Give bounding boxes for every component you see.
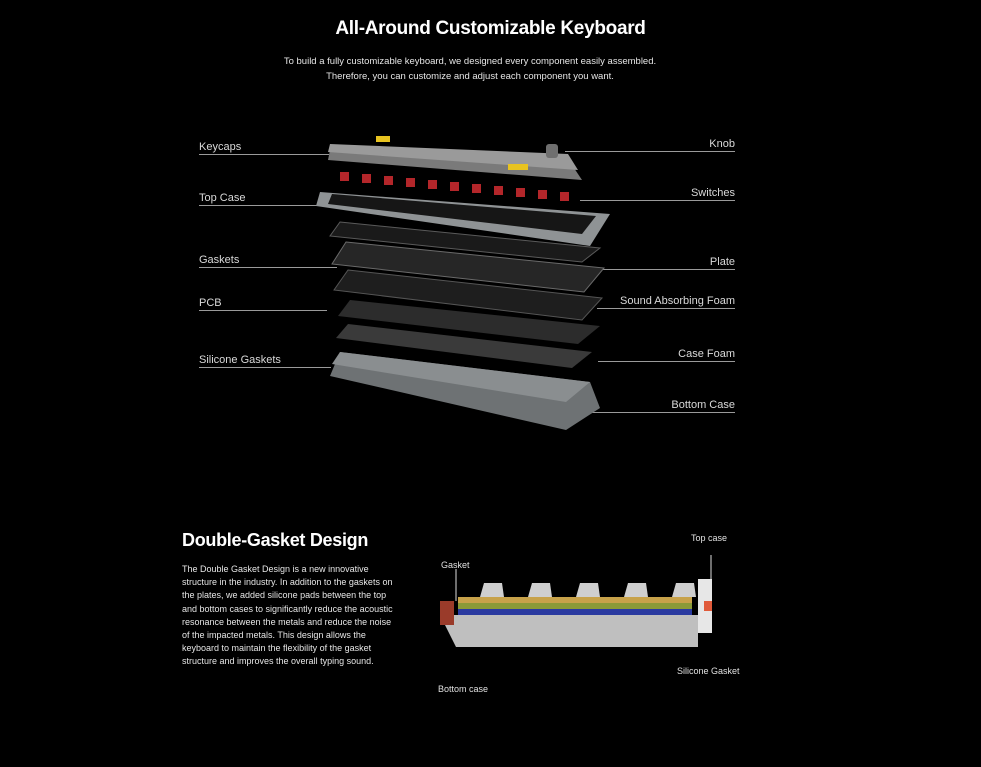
label-switches: Switches	[580, 187, 735, 201]
label-top-case: Top Case	[199, 192, 317, 206]
label-bottom-case: Bottom Case	[570, 399, 735, 413]
label-silicone-gaskets: Silicone Gaskets	[199, 354, 331, 368]
xsec-label-gasket: Gasket	[441, 560, 470, 570]
xsec-label-bottom-case: Bottom case	[438, 684, 489, 694]
double-gasket-title: Double-Gasket Design	[182, 530, 369, 550]
hero-title: All-Around Customizable Keyboard	[335, 18, 646, 39]
label-keycaps: Keycaps	[199, 141, 329, 155]
label-knob: Knob	[565, 138, 735, 152]
xsec-label-top-case: Top case	[691, 533, 728, 543]
exploded-keyboard-illustration	[316, 136, 610, 430]
hero-subtitle: To build a fully customizable keyboard, …	[283, 56, 657, 82]
label-sound-absorbing-foam: Sound Absorbing Foam	[597, 295, 735, 309]
double-gasket-cross-section	[440, 555, 712, 647]
double-gasket-body: The Double Gasket Design is a new innova…	[182, 564, 393, 667]
label-pcb: PCB	[199, 297, 327, 311]
label-plate: Plate	[600, 256, 735, 270]
label-gaskets: Gaskets	[199, 254, 337, 268]
xsec-label-silicone-gasket: Silicone Gasket	[677, 666, 740, 676]
label-case-foam: Case Foam	[598, 348, 735, 362]
